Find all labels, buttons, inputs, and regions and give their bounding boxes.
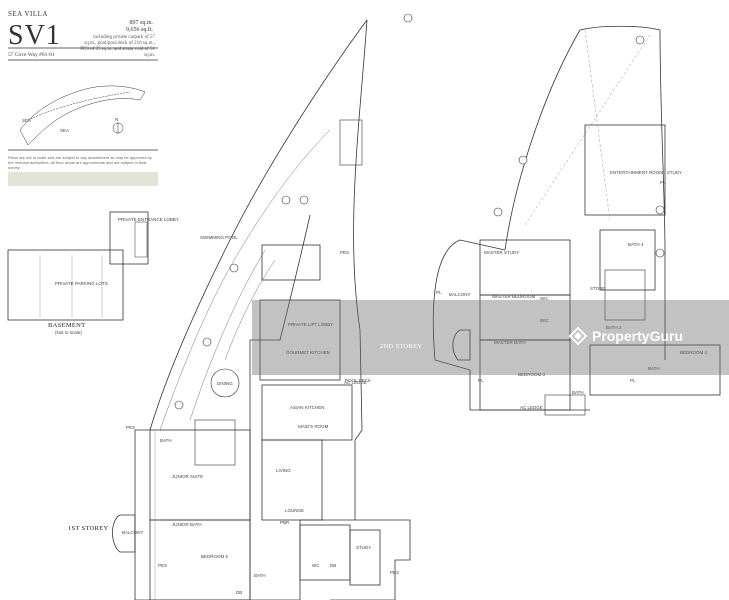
room-label: PES — [158, 563, 168, 568]
room-label: DB — [330, 563, 337, 568]
room-label: POOL DECK — [345, 378, 372, 383]
unit-area: 897 sq.m. 9,656 sq.ft. — [95, 20, 153, 34]
area-inclusions: including private carpark of 57 sq.m., p… — [80, 35, 155, 58]
keyplan-label: SEA — [22, 118, 32, 123]
room-label: BEDROOM 4 — [680, 350, 708, 355]
room-label: AC LEDGE — [344, 380, 367, 385]
room-label: SWIMMING POOL — [200, 235, 238, 240]
room-label: ASIAN KITCHEN — [290, 405, 325, 410]
room-label: PL — [436, 290, 442, 295]
room-label: BATH — [648, 366, 660, 371]
room-label: WC — [312, 563, 320, 568]
room-label: PES — [390, 570, 400, 575]
room-label: BEDROOM 3 — [518, 372, 546, 377]
room-label: JUNIOR BATH — [172, 522, 202, 527]
room-label: WIC — [540, 318, 549, 323]
room-label: PL — [660, 180, 666, 185]
watermark-band — [252, 300, 729, 375]
room-label: PL — [478, 378, 484, 383]
disclaimer: Plans are not to scale and are subject t… — [8, 155, 152, 170]
room-label: LOUNGE — [285, 508, 305, 513]
room-label: GOURMET KITCHEN — [286, 350, 330, 355]
watermark-brand: PropertyGuru — [592, 328, 684, 344]
unit-address: 57 Cove Way #01-01 — [8, 52, 55, 58]
room-label: PL — [630, 378, 636, 383]
room-label: BEDROOM 5 — [201, 554, 229, 559]
room-label: PRIVATE PARKING LOTS — [55, 281, 108, 286]
room-label: BATH 2 — [606, 325, 622, 330]
room-label: BATH 4 — [628, 242, 644, 247]
room-label: PBR — [280, 520, 290, 525]
room-label: BALCONY — [122, 530, 144, 535]
header-band — [8, 172, 158, 186]
room-label: MASTER BEDROOM — [492, 294, 536, 299]
area-sqm: 897 sq.m. — [129, 20, 153, 26]
basement-plan — [7, 211, 149, 321]
room-label: PRIVATE LIFT LOBBY — [288, 322, 334, 327]
room-label: DINING — [217, 381, 233, 386]
propertyguru-logo-icon — [568, 326, 588, 346]
room-label: AC LEDGE — [520, 405, 543, 410]
room-label: MAID'S ROOM — [298, 424, 329, 429]
room-label: WIC — [540, 296, 549, 301]
basement-title: BASEMENT — [48, 322, 86, 329]
room-label: STORE — [590, 286, 606, 291]
keyplan-label: SEA — [60, 128, 70, 133]
room-label: PES — [126, 425, 136, 430]
room-label: LIVING — [276, 468, 291, 473]
room-label: PES — [340, 250, 350, 255]
storey2-plan — [432, 25, 721, 416]
north-arrow-label: N — [115, 117, 119, 122]
project-name: SEA VILLA — [8, 10, 48, 18]
room-label: PRIVATE ENTRANCE LOBBY — [118, 217, 179, 222]
unit-type: SV1 — [8, 20, 61, 51]
storey1-plan — [112, 19, 411, 600]
room-label: STUDY — [356, 545, 372, 550]
room-label: BATH — [254, 573, 266, 578]
room-label: BATH — [160, 438, 172, 443]
area-sqft: 9,656 sq.ft. — [126, 27, 153, 33]
storey1-title: 1ST STOREY — [68, 525, 109, 532]
watermark: PropertyGuru — [568, 326, 683, 346]
room-label: ENTERTAINMENT ROOM / STUDY — [610, 170, 683, 175]
room-label: DB — [236, 590, 243, 595]
key-plan — [19, 85, 146, 146]
room-label: BALCONY — [449, 292, 471, 297]
room-label: JUNIOR SUITE — [172, 474, 204, 479]
room-label: BATH — [572, 390, 584, 395]
columns — [174, 13, 665, 410]
basement-note: (Not to scale) — [55, 330, 82, 335]
room-label: MASTER STUDY — [484, 250, 520, 255]
storey2-title: 2ND STOREY — [380, 343, 423, 350]
room-label: MASTER BATH — [494, 340, 526, 345]
